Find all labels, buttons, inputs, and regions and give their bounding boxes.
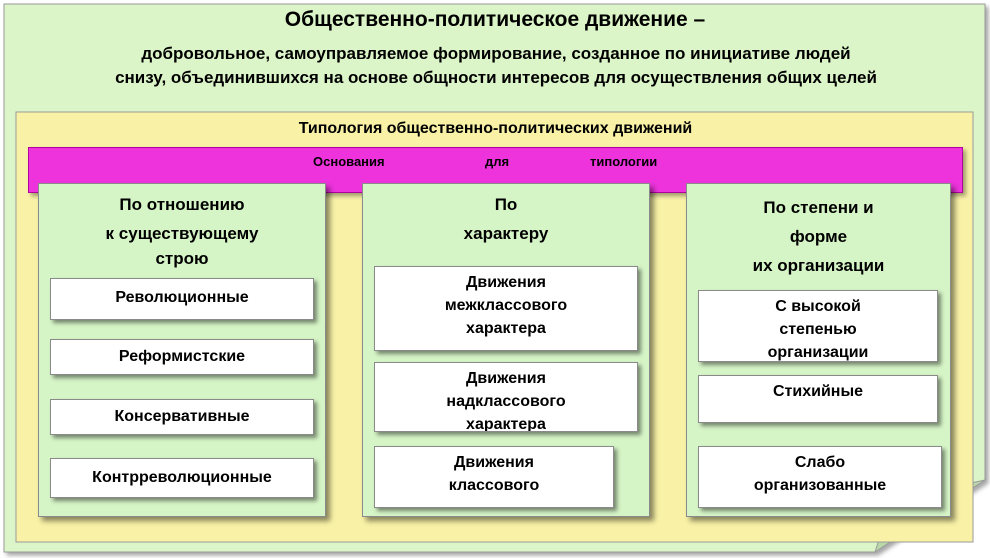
item-line: С высокой — [775, 298, 861, 315]
item-counterrevolutionary: Контрреволюционные — [50, 458, 314, 498]
item-high-organization: С высокой степенью организации — [698, 290, 938, 362]
column-heading: По степени и форме их организации — [687, 193, 950, 280]
column-heading-line: форме — [789, 227, 848, 246]
item-line: Стихийные — [772, 383, 864, 400]
item-line: характера — [466, 320, 546, 337]
basis-word-3: типологии — [590, 154, 658, 169]
typology-title: Типология общественно-политических движе… — [298, 120, 693, 137]
item-line: степенью — [779, 321, 857, 338]
item-supraclass: Движения надклассового характера — [374, 362, 638, 432]
item-line: Слабо — [794, 454, 846, 471]
item-line: организации — [767, 344, 869, 361]
item-line: Движения — [454, 454, 534, 471]
item-spontaneous: Стихийные — [698, 375, 938, 423]
definition-text: добровольное, самоуправляемое формирован… — [10, 42, 982, 90]
item-line: классового — [448, 477, 540, 494]
column-heading-line: их организации — [752, 256, 885, 275]
item-revolutionary: Революционные — [50, 278, 314, 320]
column-heading-line: По отношению — [119, 195, 245, 214]
item-line: организованные — [753, 477, 887, 494]
item-line: межклассового — [444, 297, 568, 314]
page-title: Общественно-политическое движение – — [284, 8, 706, 31]
definition-line-1: добровольное, самоуправляемое формирован… — [141, 44, 851, 63]
column-heading-line: к существующему — [105, 224, 259, 243]
item-class: Движения классового — [374, 446, 614, 508]
item-line: Движения — [466, 370, 546, 387]
item-conservative: Консервативные — [50, 399, 314, 435]
item-line: Движения — [466, 274, 546, 291]
item-reformist: Реформистские — [50, 339, 314, 375]
column-heading: По характеру — [363, 190, 649, 248]
basis-word-2: для — [485, 154, 510, 169]
column-heading-line: По степени и — [763, 198, 874, 217]
item-line: характера — [466, 416, 546, 432]
column-heading: По отношению к существующему строю — [39, 190, 325, 270]
column-heading-line: характеру — [463, 224, 549, 243]
definition-line-2: снизу, объединившихся на основе общности… — [115, 68, 877, 87]
item-interclass: Движения межклассового характера — [374, 266, 638, 351]
column-heading-line: строю — [155, 249, 209, 268]
item-line: надклассового — [446, 393, 566, 410]
item-weakly-organized: Слабо организованные — [698, 446, 942, 508]
column-heading-line: По — [494, 195, 518, 214]
basis-word-1: Основания — [313, 154, 385, 169]
